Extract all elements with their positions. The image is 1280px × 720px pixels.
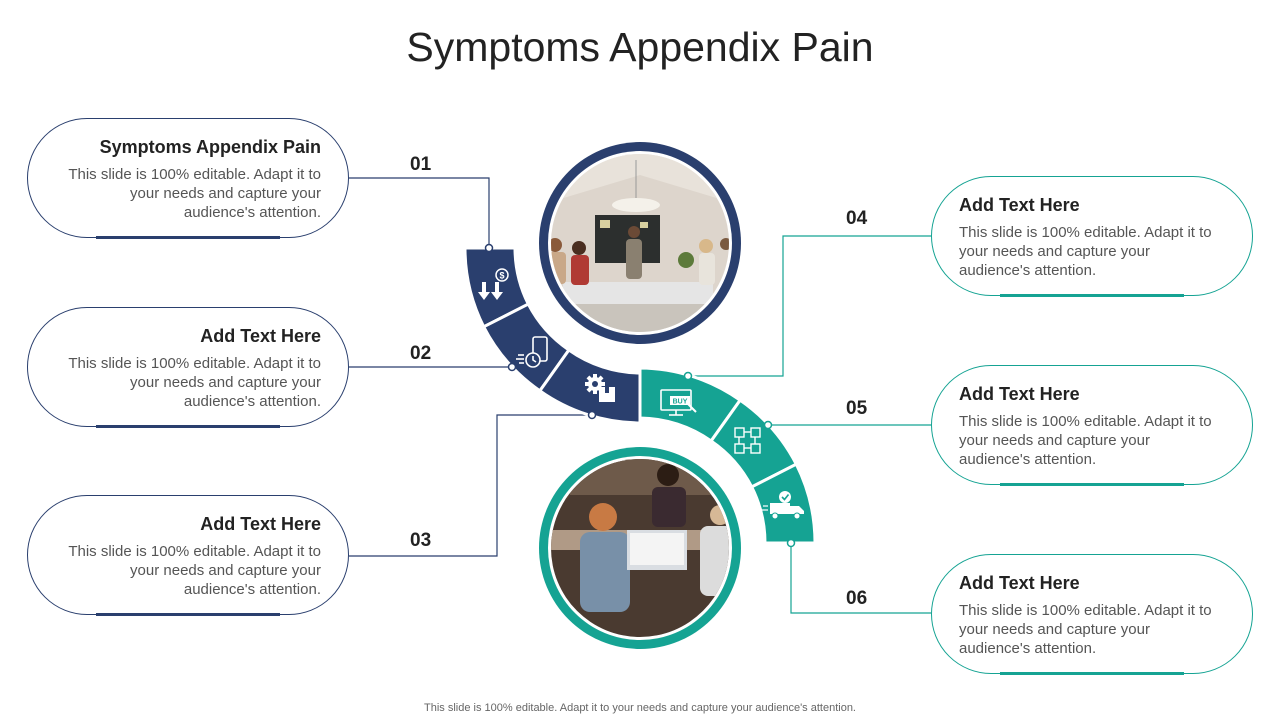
step-number-01: 01: [410, 154, 432, 175]
step-card-05: Add Text Here This slide is 100% editabl…: [931, 365, 1253, 486]
connector-dot-03: [587, 410, 597, 420]
step-body-05: This slide is 100% editable. Adapt it to…: [959, 413, 1212, 468]
step-card-02: Add Text Here This slide is 100% editabl…: [27, 307, 349, 428]
network-boxes-icon: [734, 427, 761, 454]
step-title-02: Add Text Here: [200, 326, 321, 346]
step-number-04: 04: [846, 208, 868, 229]
connector-01: [349, 177, 490, 248]
gear-box-icon: [585, 374, 615, 402]
step-card-04: Add Text Here This slide is 100% editabl…: [931, 176, 1253, 297]
step-card-01: Symptoms Appendix Pain This slide is 100…: [27, 118, 349, 239]
connector-dot-02: [507, 362, 517, 372]
delivery-truck-icon: [761, 491, 804, 520]
connector-04: [688, 235, 931, 377]
step-number-05: 05: [846, 398, 868, 419]
dollar-down-arrows-icon: $: [478, 268, 509, 300]
step-title-01: Symptoms Appendix Pain: [99, 137, 321, 157]
connector-06: [790, 543, 931, 614]
step-title-03: Add Text Here: [200, 514, 321, 534]
step-underline-01: [96, 236, 280, 239]
connector-dot-06: [786, 538, 796, 548]
slide-title: Symptoms Appendix Pain: [406, 24, 874, 70]
footer-note: This slide is 100% editable. Adapt it to…: [424, 702, 856, 714]
connector-03: [349, 414, 592, 557]
meeting-photo-icon: [539, 142, 741, 344]
buy-monitor-icon: BUY: [660, 389, 697, 416]
step-card-06: Add Text Here This slide is 100% editabl…: [931, 554, 1253, 675]
step-underline-03: [96, 613, 280, 616]
step-title-04: Add Text Here: [959, 195, 1080, 215]
step-body-01: This slide is 100% editable. Adapt it to…: [68, 166, 321, 221]
step-number-02: 02: [410, 343, 432, 364]
step-title-05: Add Text Here: [959, 384, 1080, 404]
step-card-03: Add Text Here This slide is 100% editabl…: [27, 495, 349, 616]
step-number-03: 03: [410, 530, 432, 551]
step-underline-04: [1000, 294, 1184, 297]
step-underline-06: [1000, 672, 1184, 675]
svg-text:$: $: [499, 271, 504, 281]
step-body-02: This slide is 100% editable. Adapt it to…: [68, 355, 321, 410]
step-body-03: This slide is 100% editable. Adapt it to…: [68, 543, 321, 598]
step-body-06: This slide is 100% editable. Adapt it to…: [959, 602, 1212, 657]
step-underline-02: [96, 425, 280, 428]
step-underline-05: [1000, 483, 1184, 486]
connector-dot-01: [484, 243, 494, 253]
connector-dot-05: [763, 420, 773, 430]
team-laptop-photo-icon: [539, 447, 741, 649]
step-title-06: Add Text Here: [959, 573, 1080, 593]
connector-dot-04: [683, 371, 693, 381]
svg-text:BUY: BUY: [673, 399, 688, 406]
mobile-clock-icon: [516, 336, 548, 368]
step-body-04: This slide is 100% editable. Adapt it to…: [959, 224, 1212, 279]
step-number-06: 06: [846, 588, 868, 609]
